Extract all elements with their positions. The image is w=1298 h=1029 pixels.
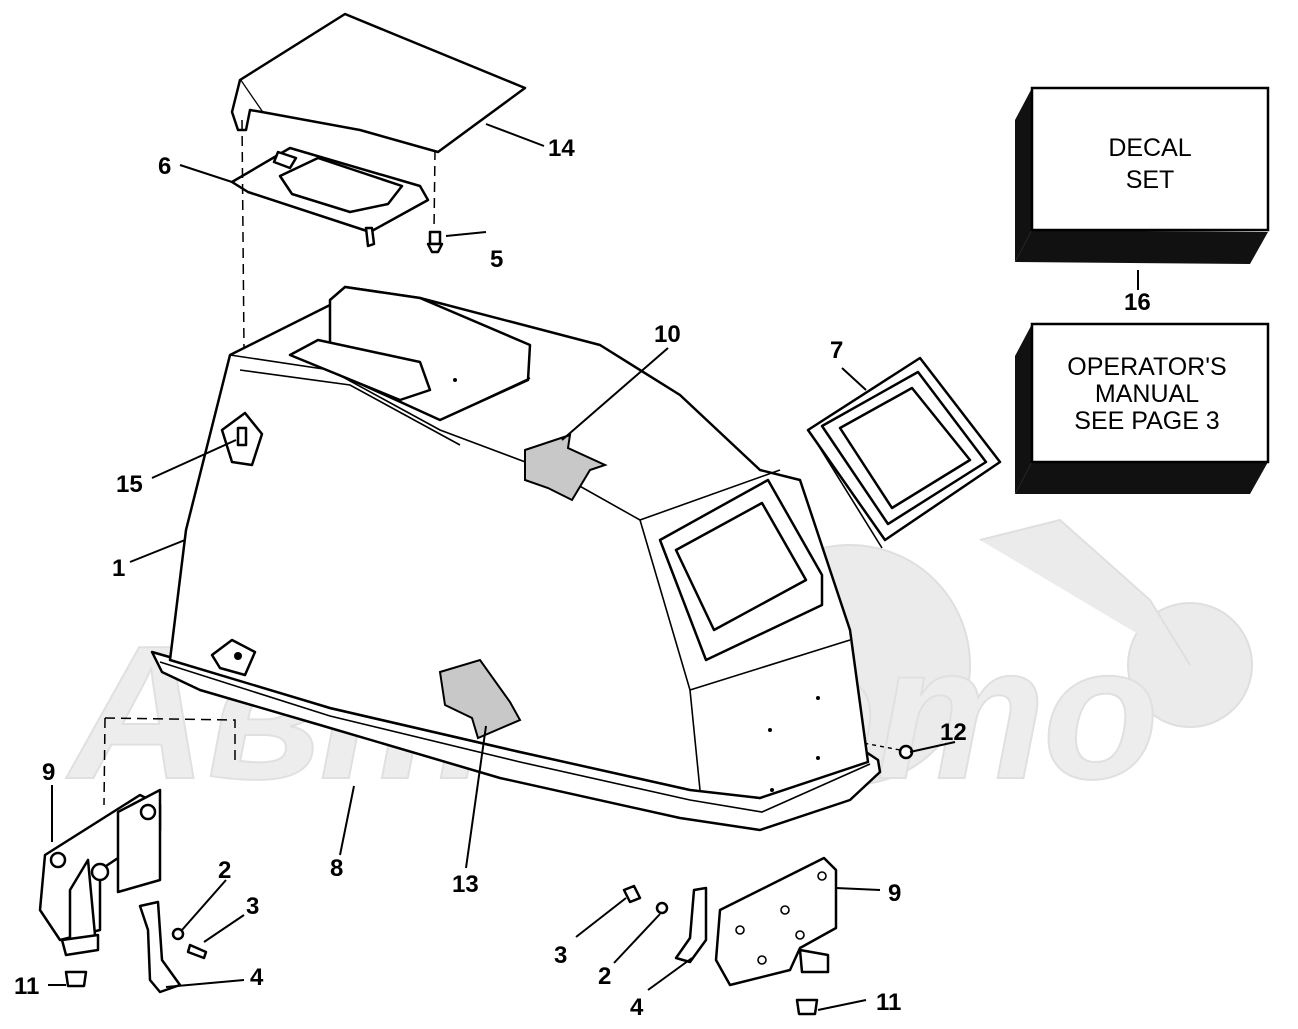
part-10-foam	[524, 433, 608, 502]
part-4-clip-right	[674, 886, 708, 964]
part-6-seal	[230, 146, 430, 248]
callout-14: 14	[548, 135, 575, 162]
callout-9-left: 9	[42, 759, 55, 786]
callout-4-left: 4	[250, 964, 264, 991]
callout-11-right: 11	[876, 989, 901, 1016]
part-9-bracket-left	[38, 788, 162, 957]
part-2-washer-right	[655, 901, 669, 915]
manual-line3: SEE PAGE 3	[1074, 407, 1219, 435]
callout-3-right: 3	[554, 942, 567, 969]
decal-line1: DECAL	[1108, 134, 1191, 162]
manual-box: OPERATOR'S MANUAL SEE PAGE 3	[1015, 322, 1270, 494]
part-5-screw	[426, 230, 444, 254]
manual-line2: MANUAL	[1095, 380, 1199, 408]
part-1-engine-cover	[150, 285, 882, 832]
part-14-cover-top	[230, 12, 527, 154]
callout-8: 8	[330, 855, 343, 882]
callout-7: 7	[830, 337, 843, 364]
callout-11-left: 11	[14, 973, 39, 1000]
callout-10: 10	[654, 321, 681, 348]
part-11-grommet-right	[795, 998, 819, 1016]
callout-12: 12	[940, 719, 967, 746]
leader-lines	[48, 123, 1139, 1011]
part-9-bracket-right	[714, 856, 838, 987]
decal-set-box: DECAL SET	[1015, 86, 1270, 264]
callout-6: 6	[158, 153, 171, 180]
part-11-grommet-left	[64, 970, 88, 988]
callout-5: 5	[490, 246, 503, 273]
callout-13: 13	[452, 871, 479, 898]
callout-9-right: 9	[888, 880, 901, 907]
callout-16: 16	[1124, 289, 1151, 316]
callout-4-right: 4	[630, 994, 644, 1021]
part-4-clip-left	[138, 900, 182, 994]
callout-labels: 14 6 5 10 7 15 1 16 12 9 8 13 2 3 4 11 3…	[14, 135, 1151, 1021]
manual-line1: OPERATOR'S	[1067, 353, 1226, 381]
callout-2-left: 2	[218, 857, 231, 884]
callout-15: 15	[116, 471, 143, 498]
decal-line2: SET	[1126, 166, 1175, 194]
part-13-foam	[438, 658, 522, 740]
part-3-screw-right	[622, 884, 642, 904]
part-3-screw-left	[186, 943, 208, 960]
part-2-washer-left	[171, 927, 185, 941]
callout-2-right: 2	[598, 963, 611, 990]
part-7-window	[806, 356, 1002, 549]
callout-3-left: 3	[246, 893, 259, 920]
callout-1: 1	[112, 555, 125, 582]
